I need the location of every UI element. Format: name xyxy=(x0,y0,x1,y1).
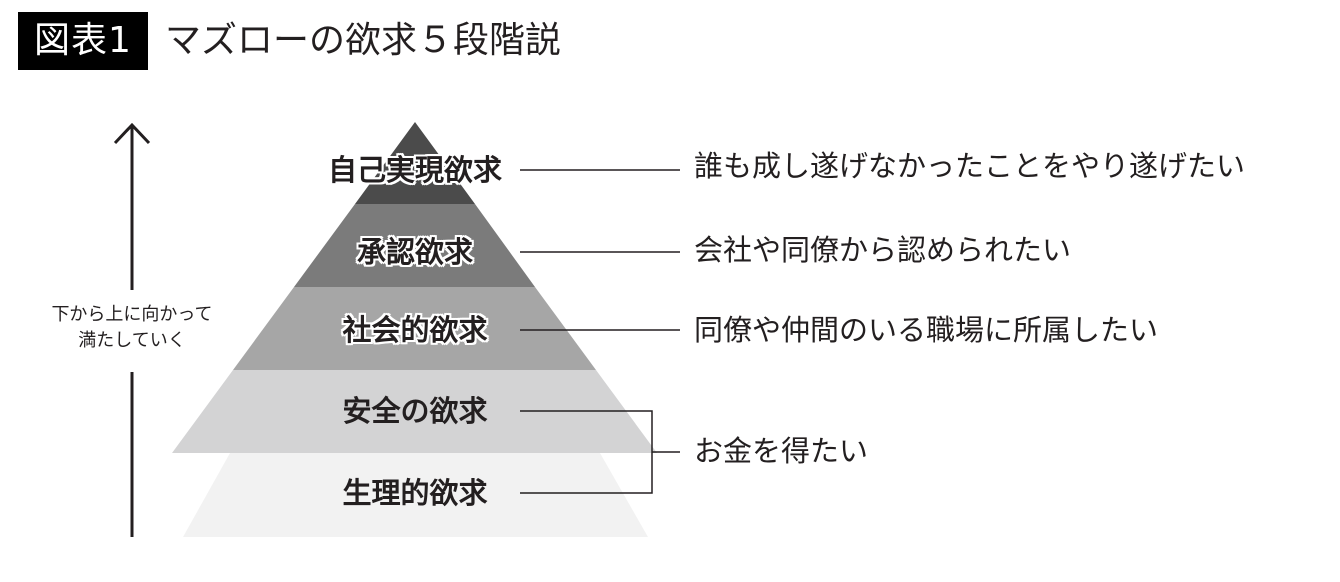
pyramid-level-3 xyxy=(233,287,596,370)
level-description-self-actualization: 誰も成し遂げなかったことをやり遂げたい xyxy=(694,149,1246,183)
level-label-self-actualization: 自己実現欲求 xyxy=(327,153,502,187)
level-label-safety: 安全の欲求 xyxy=(342,394,488,428)
level-description-esteem: 会社や同僚から認められたい xyxy=(694,233,1072,267)
level-label-physiological: 生理的欲求 xyxy=(342,476,488,510)
pyramid-level-1 xyxy=(183,453,648,537)
diagram-title: マズローの欲求５段階説 xyxy=(165,20,562,61)
pyramid-level-5 xyxy=(355,122,475,204)
pyramid-level-2 xyxy=(172,370,657,453)
side-note-line2: 満たしていく xyxy=(78,330,186,351)
side-note-line1: 下から上に向かって xyxy=(51,304,213,325)
up-arrow-icon xyxy=(113,122,151,537)
level-label-esteem: 承認欲求 xyxy=(356,235,473,269)
pyramid-level-4 xyxy=(294,204,535,287)
figure-label: 図表1 xyxy=(18,12,148,70)
level-label-social: 社会的欲求 xyxy=(342,313,488,347)
level-description-shared: お金を得たい xyxy=(694,434,869,468)
level-description-social: 同僚や仲間のいる職場に所属したい xyxy=(694,313,1159,347)
